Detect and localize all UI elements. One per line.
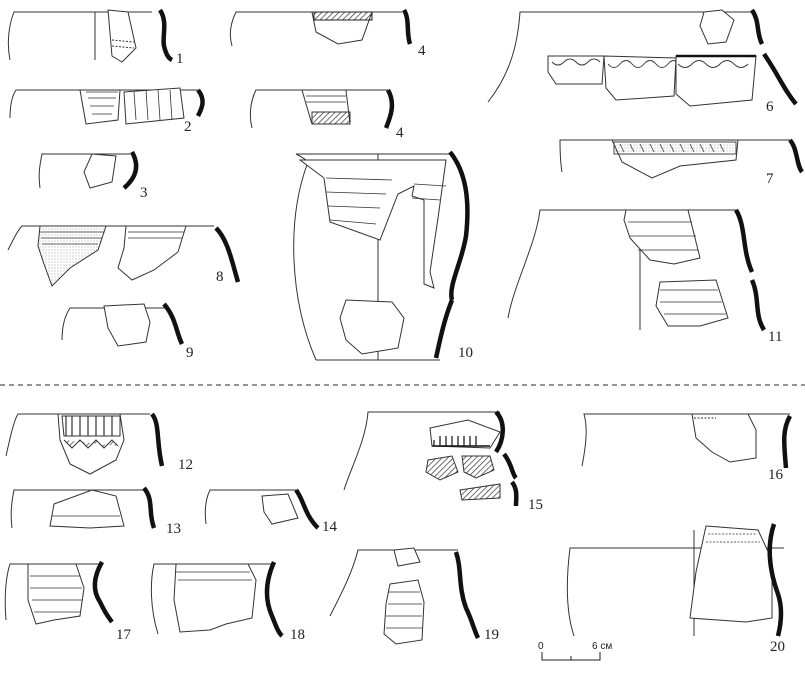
vessel-3: [39, 152, 136, 188]
figure-number-12: 12: [178, 457, 193, 473]
scale-label-start: 0: [538, 641, 544, 652]
vessel-20: [567, 524, 784, 636]
vessel-8: [8, 226, 238, 286]
vessel-19: [330, 548, 478, 644]
vessel-15: [344, 412, 516, 506]
vessel-4b: [250, 90, 392, 128]
figure-number-2: 2: [184, 119, 192, 135]
vessel-6: [488, 10, 796, 106]
vessel-7: [560, 140, 802, 178]
figure-number-7: 7: [766, 171, 774, 187]
vessel-18: [151, 562, 282, 636]
figure-number-4a: 4: [418, 43, 426, 59]
vessel-12: [6, 414, 162, 474]
figure-number-11: 11: [768, 329, 783, 345]
scale-label-end: 6 см: [592, 641, 613, 652]
figure-number-1: 1: [176, 51, 184, 67]
figure-number-8: 8: [216, 269, 224, 285]
vessel-4a: [230, 10, 410, 46]
figure-number-16: 16: [768, 467, 783, 483]
figure-number-4b: 4: [396, 125, 404, 141]
vessel-11: [508, 210, 764, 330]
figure-number-18: 18: [290, 627, 305, 643]
figure-number-14: 14: [322, 519, 337, 535]
vessel-10: [294, 152, 468, 360]
vessel-17: [5, 562, 112, 624]
figure-number-15: 15: [528, 497, 543, 513]
figure-number-17: 17: [116, 627, 131, 643]
figure-number-3: 3: [140, 185, 148, 201]
figure-number-9: 9: [186, 345, 194, 361]
scale-bar: [542, 652, 600, 660]
vessel-14: [205, 490, 318, 528]
vessel-1: [8, 10, 172, 62]
figure-number-20: 20: [770, 639, 785, 655]
figure-number-19: 19: [484, 627, 499, 643]
vessel-16: [582, 414, 790, 468]
vessel-9: [62, 304, 182, 346]
vessel-2: [10, 88, 203, 124]
figure-number-13: 13: [166, 521, 181, 537]
vessel-13: [11, 488, 154, 528]
figure-number-6: 6: [766, 99, 774, 115]
figure-number-10: 10: [458, 345, 473, 361]
